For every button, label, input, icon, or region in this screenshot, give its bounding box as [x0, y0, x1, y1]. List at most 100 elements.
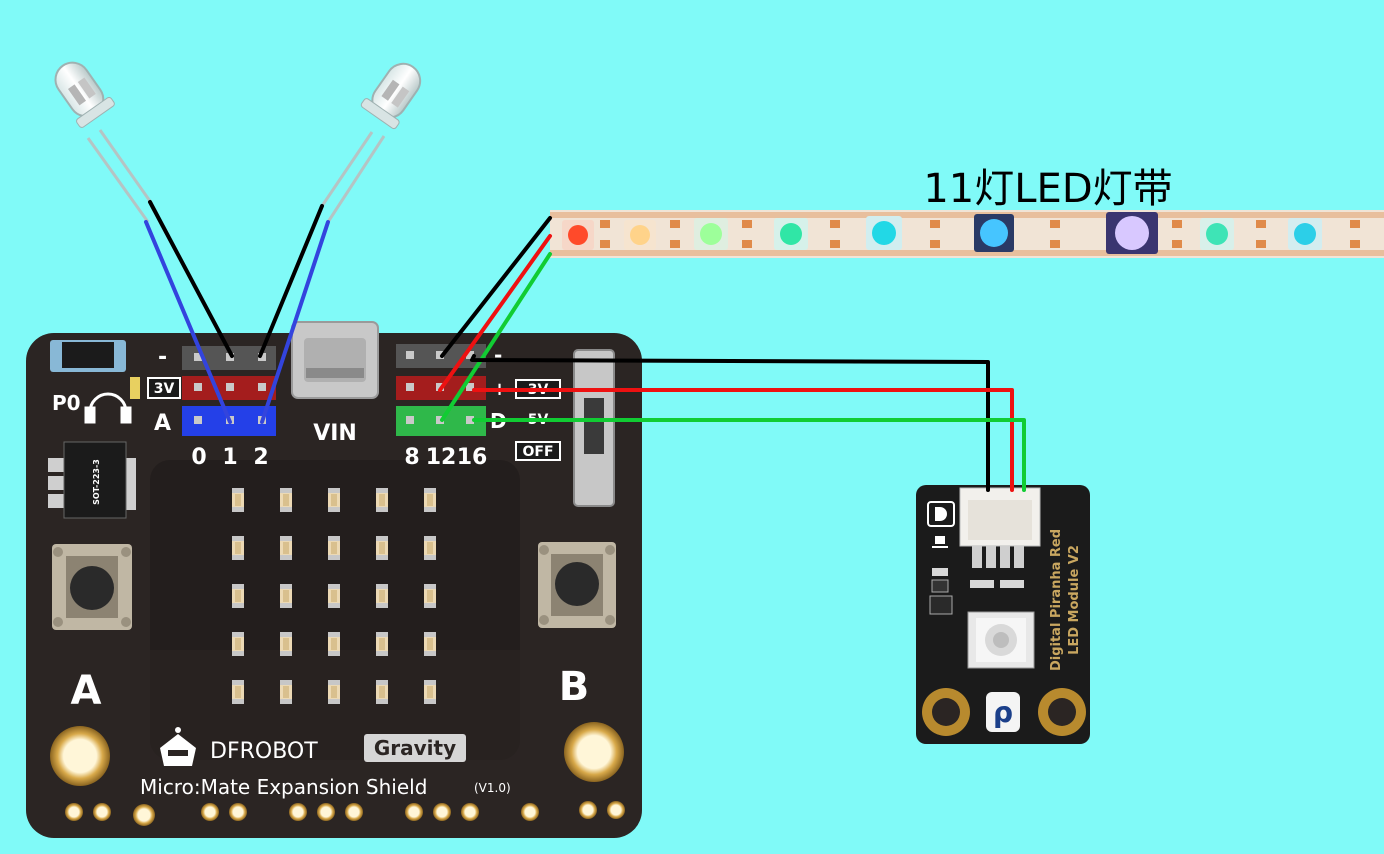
matrix-led — [424, 680, 436, 704]
pin-label-2: 2 — [253, 445, 268, 470]
matrix-led — [376, 632, 388, 656]
matrix-led — [328, 536, 340, 560]
piranha-led-module: Digital Piranha Red LED Module V2 ρ — [916, 485, 1090, 744]
matrix-led — [232, 632, 244, 656]
matrix-led — [376, 536, 388, 560]
matrix-led — [376, 584, 388, 608]
left-minus-label: - — [158, 345, 167, 370]
led-bulb-right — [320, 62, 422, 223]
strip-led-3 — [700, 223, 722, 245]
voltage-regulator: SOT-223-3 — [48, 441, 136, 519]
regulator-label: SOT-223-3 — [92, 459, 101, 505]
module-smd-parts — [929, 568, 1024, 615]
button-a-cap[interactable] — [70, 566, 114, 610]
switch-label-off: OFF — [522, 444, 553, 460]
right-minus-label: - — [494, 343, 502, 367]
wire-right-led-black — [258, 204, 324, 358]
matrix-led — [328, 584, 340, 608]
audio-jack — [50, 340, 126, 372]
strip-led-1 — [568, 225, 588, 245]
matrix-led — [232, 488, 244, 512]
button-a-label: A — [71, 668, 102, 714]
vin-label: VIN — [313, 421, 357, 446]
matrix-led — [376, 680, 388, 704]
left-pin-header: - 3V A 0 1 2 — [147, 345, 276, 470]
matrix-led — [424, 488, 436, 512]
power-switch[interactable] — [573, 349, 615, 507]
module-label-line1: Digital Piranha Red — [1049, 529, 1064, 671]
strip-pads — [600, 220, 1360, 248]
wire-left-led-blue — [144, 220, 232, 424]
analog-label: A — [154, 411, 171, 436]
led-bulb-left — [54, 61, 154, 223]
expansion-shield: P0 SOT-223-3 - 3V A — [26, 321, 642, 838]
matrix-led — [232, 680, 244, 704]
led-icon — [932, 536, 948, 548]
module-label-line2: LED Module V2 — [1067, 545, 1082, 655]
left-power-label: 3V — [154, 381, 175, 397]
dfrobot-logo — [160, 727, 196, 766]
strip-led-7 — [1115, 216, 1149, 250]
wire-module-green — [472, 418, 1026, 492]
connector-pins — [972, 546, 1024, 568]
led-strip: 11灯LED灯带 — [550, 166, 1384, 258]
wire-left-led-black — [148, 200, 234, 358]
strip-led-2 — [630, 225, 650, 245]
usb-port — [291, 321, 379, 399]
pin-label-0: 0 — [191, 445, 206, 470]
port-label: P0 — [52, 391, 81, 415]
matrix-led — [376, 488, 388, 512]
pin-label-8: 8 — [404, 445, 419, 470]
strip-edge-top — [550, 212, 1384, 218]
gravity-badge — [364, 734, 466, 762]
strip-led-5 — [872, 221, 896, 245]
gravity-label: Gravity — [374, 736, 456, 760]
brand-name: DFROBOT — [210, 739, 318, 764]
matrix-led — [232, 536, 244, 560]
right-led-leg-anode — [320, 131, 374, 207]
matrix-led — [280, 488, 292, 512]
wire-strip-black — [440, 216, 552, 358]
wires — [144, 200, 1026, 492]
matrix-led — [328, 488, 340, 512]
shield-version: (V1.0) — [474, 781, 511, 795]
touch-pad-b[interactable] — [564, 722, 624, 782]
wire-strip-red — [438, 234, 552, 392]
edge-pads — [65, 801, 625, 826]
right-led-leg-cathode — [326, 135, 386, 223]
matrix-led — [424, 536, 436, 560]
strip-led-4 — [780, 223, 802, 245]
matrix-led — [280, 584, 292, 608]
left-led-leg-cathode — [86, 137, 150, 223]
wire-module-red — [472, 388, 1014, 492]
pin-label-16: 16 — [457, 445, 488, 470]
touch-pad-a[interactable] — [50, 726, 110, 786]
strip-edge-bottom — [550, 250, 1384, 256]
pin-label-1: 1 — [222, 445, 237, 470]
button-a[interactable] — [52, 544, 132, 630]
button-b[interactable] — [538, 542, 616, 628]
matrix-led — [280, 632, 292, 656]
button-b-cap[interactable] — [555, 562, 599, 606]
piranha-led — [967, 611, 1035, 669]
matrix-led — [232, 584, 244, 608]
matrix-led — [280, 536, 292, 560]
led-matrix — [232, 488, 436, 704]
module-logo: ρ — [993, 696, 1013, 729]
wire-strip-green — [440, 252, 552, 422]
right-pin-header: - + D 8 12 16 — [396, 343, 507, 470]
matrix-led — [280, 680, 292, 704]
digital-icon — [927, 501, 955, 527]
matrix-led — [328, 680, 340, 704]
module-logo-badge — [986, 692, 1020, 732]
left-led-leg-anode — [98, 129, 154, 205]
headphone-icon — [84, 392, 132, 424]
wire-module-black — [470, 354, 990, 492]
strip-led-8 — [1206, 223, 1228, 245]
status-led-smd — [130, 377, 140, 399]
strip-label: 11灯LED灯带 — [923, 166, 1172, 212]
matrix-led — [424, 584, 436, 608]
wire-right-led-blue — [260, 220, 330, 424]
matrix-led — [424, 632, 436, 656]
pin-label-12: 12 — [426, 445, 457, 470]
